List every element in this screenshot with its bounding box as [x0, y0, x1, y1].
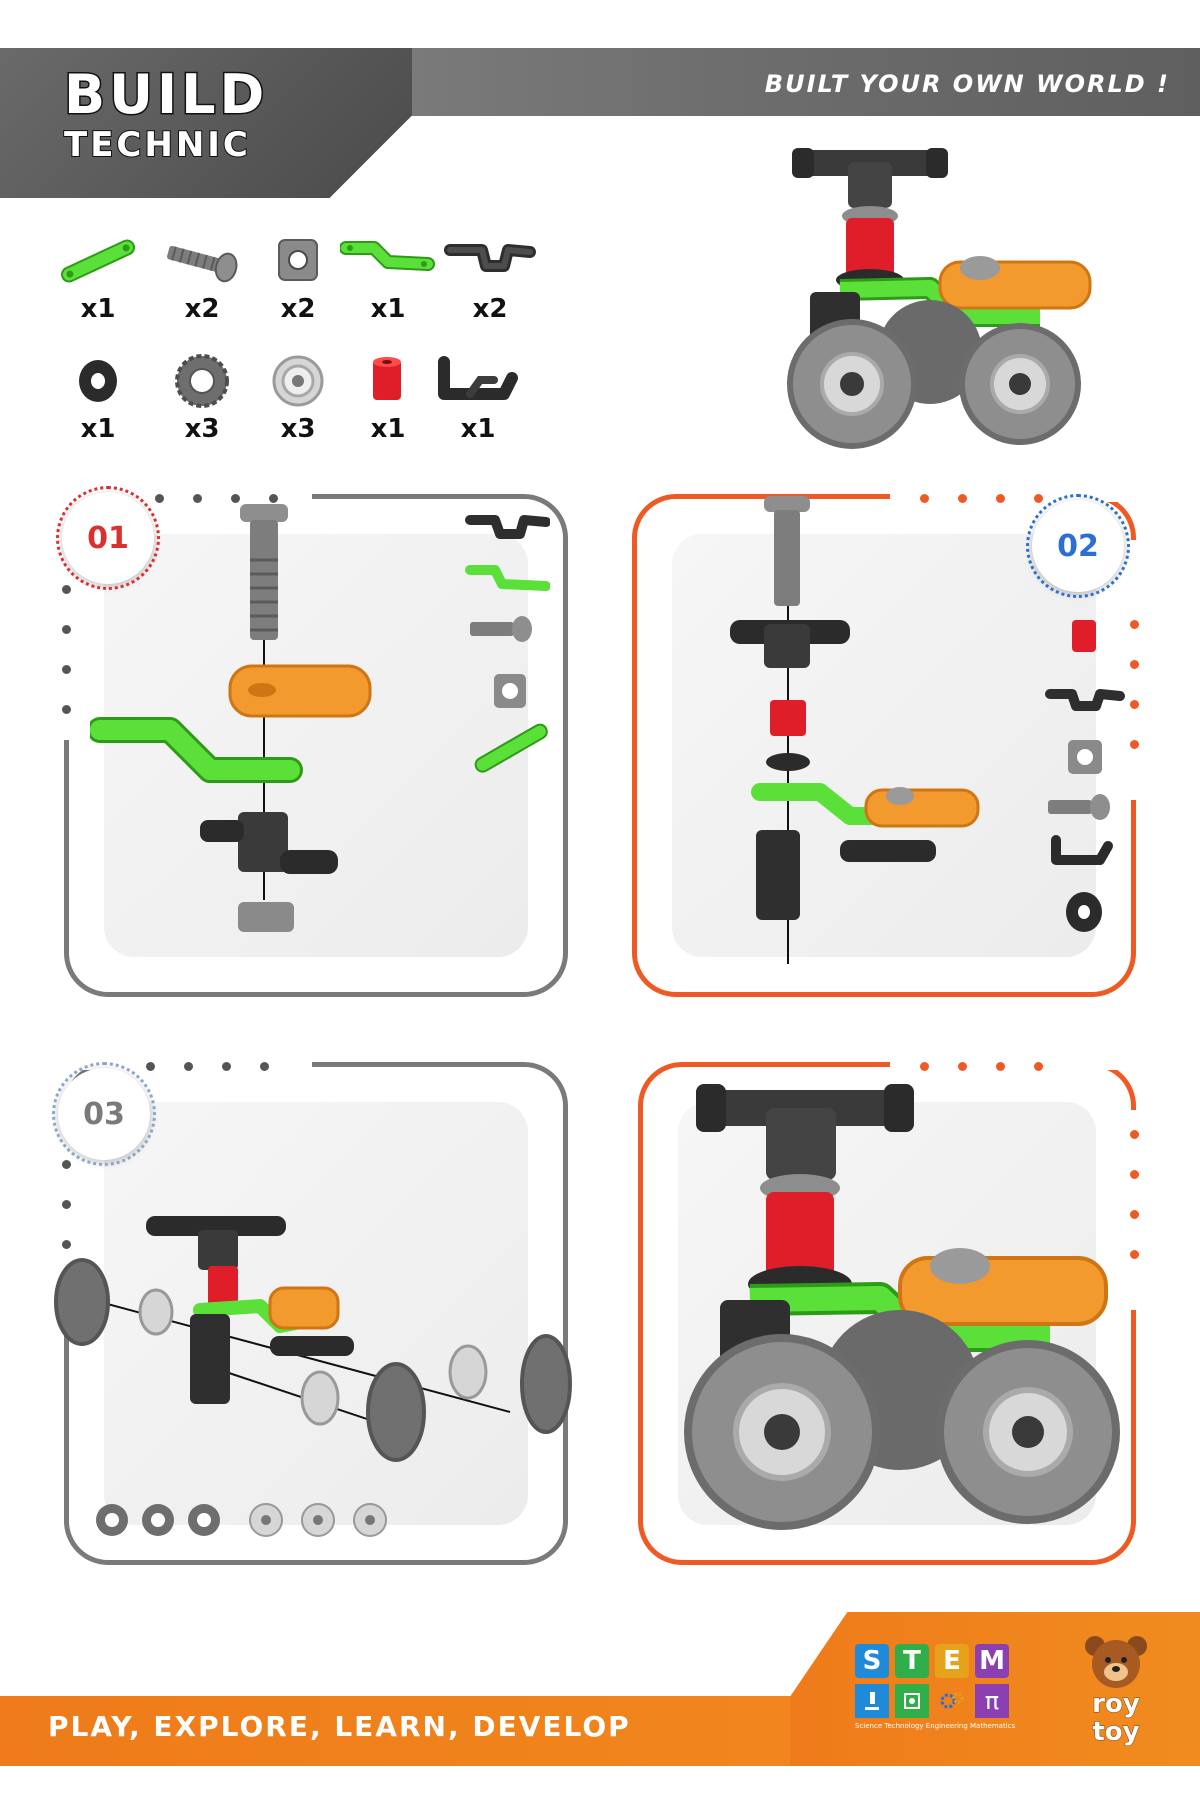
brand-subtitle: TECHNIC — [63, 125, 251, 165]
part-qty: x1 — [370, 414, 406, 444]
stem-letter-m: M — [975, 1644, 1009, 1678]
part-item: x3 — [154, 350, 250, 460]
washer-part-icon — [79, 360, 117, 402]
gears-icon — [935, 1684, 969, 1718]
tire-part-icon — [175, 354, 229, 408]
part-qty: x1 — [80, 414, 116, 444]
part-item: x1 — [340, 230, 436, 340]
part-qty: x2 — [472, 294, 508, 324]
stem-logo: S T E M π Science Technology Engineering… — [855, 1644, 1025, 1744]
brand-title: BUILD — [62, 63, 269, 126]
step-1-badge: 01 — [56, 486, 160, 590]
square-nut-part-icon — [278, 239, 318, 281]
brand-word-roy: roy — [1092, 1689, 1141, 1719]
part-qty: x2 — [280, 294, 316, 324]
assembled-model-image — [787, 148, 1092, 449]
part-item: x1 — [50, 230, 146, 340]
part-item: x2 — [250, 230, 346, 340]
stem-letter-e: E — [935, 1644, 969, 1678]
final-model-image — [684, 1084, 1120, 1530]
step-panel-background — [672, 534, 1096, 957]
part-qty: x2 — [184, 294, 220, 324]
part-item: x1 — [340, 350, 436, 460]
step-3-badge: 03 — [52, 1062, 156, 1166]
stem-letter-t: T — [895, 1644, 929, 1678]
circuit-icon — [895, 1684, 929, 1718]
black-connector-part-icon — [444, 244, 536, 272]
step-2-illustration — [730, 496, 1125, 964]
part-qty: x1 — [80, 294, 116, 324]
red-bushing-part-icon — [373, 357, 401, 400]
part-qty: x1 — [370, 294, 406, 324]
black-bracket-part-icon — [438, 356, 518, 400]
step-3-illustration — [54, 1216, 572, 1537]
step-1-illustration — [90, 504, 550, 932]
step-2-badge: 02 — [1026, 494, 1130, 598]
header-logo-block — [0, 48, 412, 198]
part-item: x1 — [430, 350, 526, 460]
part-qty: x1 — [460, 414, 496, 444]
bear-icon — [1085, 1636, 1147, 1688]
part-item: x2 — [442, 230, 538, 340]
part-qty: x3 — [280, 414, 316, 444]
stem-letter-s: S — [855, 1644, 889, 1678]
part-item: x1 — [50, 350, 146, 460]
brand-word-toy: toy — [1092, 1717, 1140, 1747]
part-item: x3 — [250, 350, 346, 460]
step-number: 03 — [83, 1096, 125, 1132]
rim-part-icon — [272, 355, 324, 407]
slogan: PLAY, EXPLORE, LEARN, DEVELOP — [48, 1710, 631, 1743]
tagline: BUILT YOUR OWN WORLD ! — [764, 70, 1170, 98]
bent-green-beam-part-icon — [340, 241, 435, 271]
roytoy-logo: roy toy — [1066, 1632, 1166, 1760]
green-beam-part-icon — [60, 239, 136, 283]
parts-list: x1 x2 x2 x1 x2 — [50, 230, 580, 460]
stem-caption: Science Technology Engineering Mathemati… — [855, 1722, 1016, 1730]
part-qty: x3 — [184, 414, 220, 444]
pi-icon: π — [975, 1684, 1009, 1718]
part-item: x2 — [154, 230, 250, 340]
screw-part-icon — [167, 245, 238, 283]
step-2-panel — [632, 494, 1136, 997]
microscope-icon — [855, 1684, 889, 1718]
